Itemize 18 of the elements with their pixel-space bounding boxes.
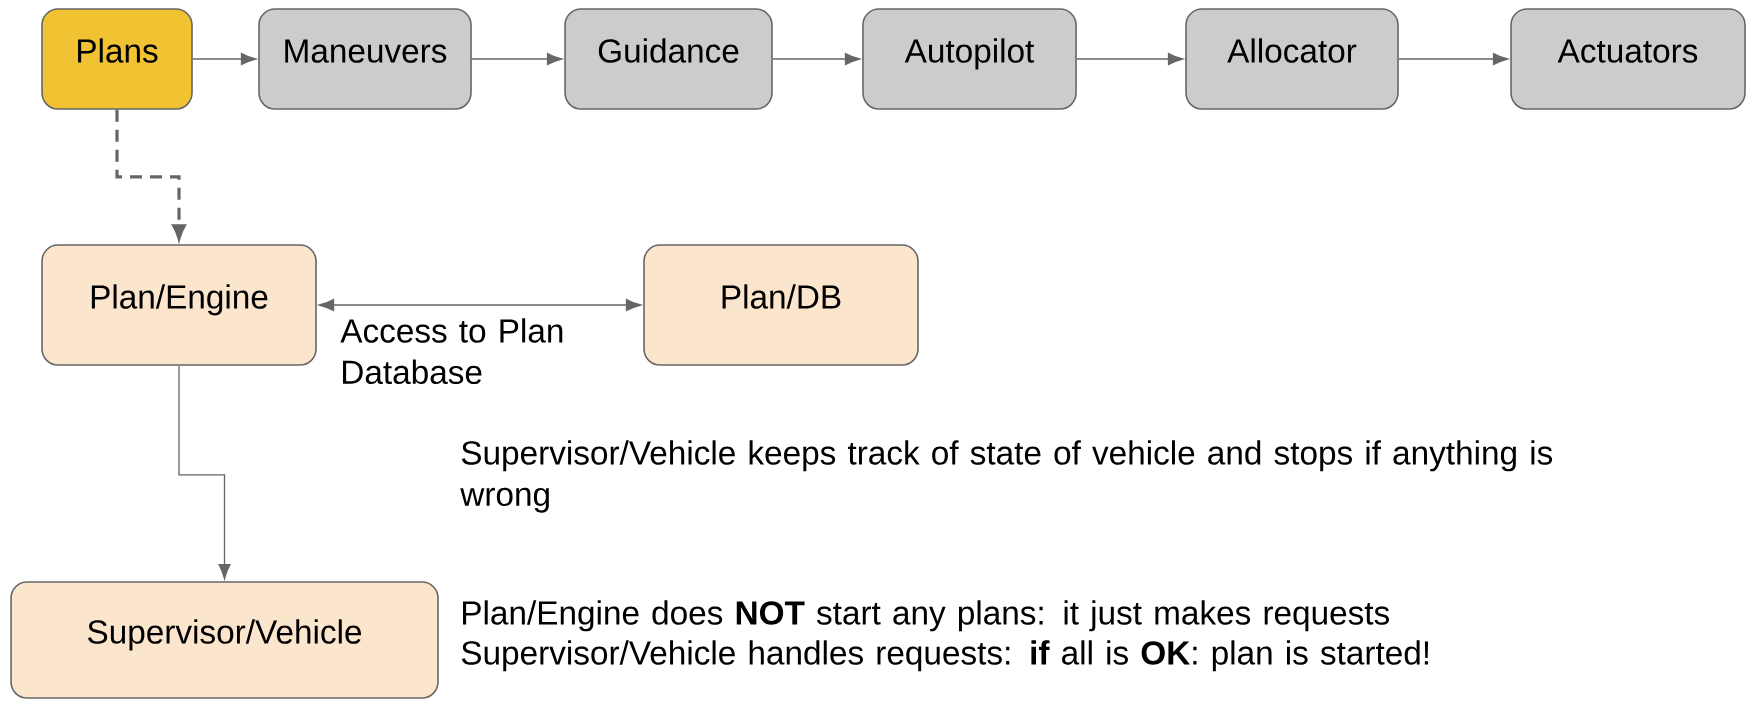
process-box: Maneuvers [258,8,472,110]
process-box: Guidance [564,8,773,110]
process-box: Allocator [1185,8,1399,110]
process-box: Plans [41,8,193,110]
process-box: Actuators [1510,8,1746,110]
process-box: Autopilot [862,8,1077,110]
arrow [471,52,563,66]
arrow [1398,52,1509,66]
arrow [178,365,231,580]
process-box: Plan/DB [643,244,919,366]
note-text: Supervisor/Vehicle keeps track of state of vehicle and stops if anything is wrong [460,440,1553,513]
arrow [1076,52,1184,66]
arrow [772,52,861,66]
process-box: Supervisor/Vehicle [10,581,439,699]
arrow [318,298,642,312]
arrow [192,52,257,66]
process-box: Plan/Engine [41,244,317,366]
edge-label: Access to Plan Database [340,318,563,385]
